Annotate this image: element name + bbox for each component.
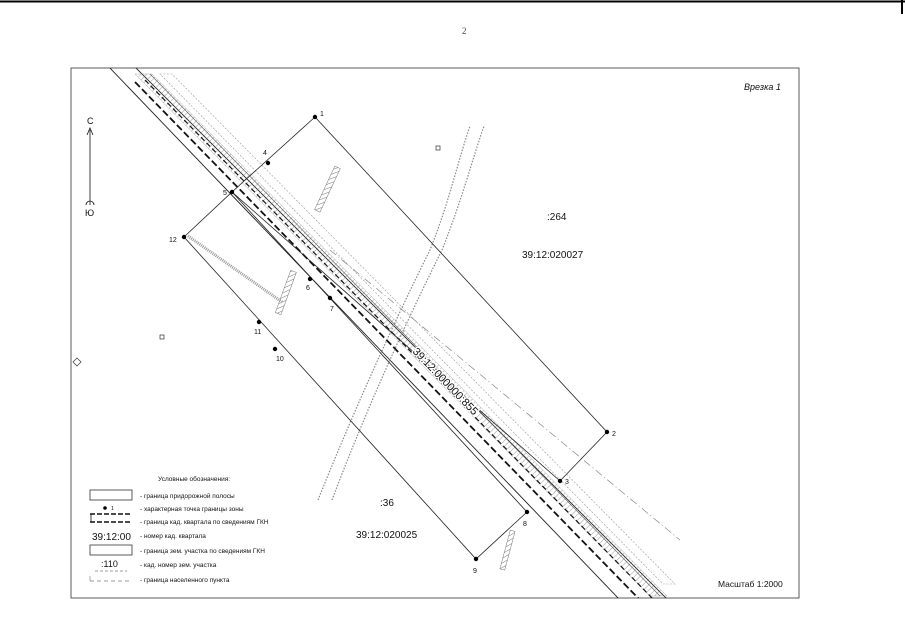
- point-label-11: 11: [254, 329, 261, 336]
- page-number: 2: [462, 26, 467, 36]
- inset-title: Врезка 1: [744, 82, 781, 92]
- parcel-264-label: :264: [547, 212, 567, 223]
- point-label-4: 4: [263, 150, 267, 157]
- point-label-2: 2: [612, 431, 616, 438]
- point-label-6: 6: [306, 285, 310, 292]
- point-label-7: 7: [330, 306, 334, 313]
- hatched-feature-1: [314, 165, 341, 213]
- point-label-10: 10: [276, 356, 284, 363]
- road-shoulder-band: [159, 73, 676, 585]
- zone-boundary-lower: [183, 191, 528, 560]
- point-label-5: 5: [223, 190, 227, 197]
- point-label-12: 12: [169, 237, 177, 244]
- south-arrow-icon: [85, 200, 95, 206]
- legend-symbol-quarter-number: 39:12:00: [92, 532, 131, 543]
- hatched-feature-2: [274, 269, 297, 315]
- legend-symbol-roadside-strip: [89, 489, 133, 501]
- legend-symbol-parcel-boundary: [89, 544, 133, 556]
- legend-symbol-parcel-number: :110: [101, 559, 118, 569]
- legend-text-parcel-boundary: - граница зем. участка по сведениям ГКН: [140, 548, 265, 555]
- legend-text-quarter-number: - номер кад. квартала: [140, 533, 206, 540]
- road-edge-outer-left: [109, 68, 619, 598]
- crossing-road-band-2: [331, 125, 485, 501]
- legend-text-settlement-boundary: - граница населенного пункта: [140, 577, 230, 584]
- quarter-027-label: 39:12:020027: [522, 250, 584, 261]
- point-markers: [181, 114, 610, 562]
- legend-title: Условные обозначения:: [158, 475, 230, 483]
- legend-text-parcel-number: - кад. номер зем. участка: [140, 562, 217, 569]
- point-label-3: 3: [565, 479, 569, 486]
- north-arrow-icon: [86, 126, 94, 136]
- map-frame: [70, 67, 800, 599]
- quarter-boundary-line: [134, 81, 640, 598]
- road-parcel-label: 39:12:000000:855: [410, 346, 480, 418]
- north-label: С: [87, 116, 94, 126]
- point-label-1: 1: [320, 111, 324, 118]
- legend-text-roadside-strip: - граница придорожной полосы: [140, 492, 235, 500]
- point-label-8: 8: [523, 521, 527, 528]
- south-label: Ю: [85, 208, 94, 218]
- crossing-road-band: [317, 125, 471, 501]
- zone-inner-line: [268, 163, 476, 559]
- diamond-marker: [72, 357, 82, 367]
- small-square-marker-2: [159, 334, 165, 340]
- small-square-marker-1: [435, 145, 441, 151]
- road-carriageway-band: [134, 73, 668, 597]
- legend: Условные обозначения: - граница придорож…: [89, 475, 269, 584]
- legend-text-quarter-boundary: - граница кад. квартала по сведениям ГКН: [140, 519, 269, 526]
- legend-text-point: - характерная точка границы зоны: [140, 506, 244, 513]
- point-label-9: 9: [473, 568, 477, 575]
- parcel-36-label: :36: [380, 498, 394, 509]
- hatched-feature-4: [187, 234, 283, 304]
- legend-symbol-point: [103, 506, 107, 510]
- zone-boundary-upper: [231, 116, 608, 482]
- scale-label: Масштаб 1:2000: [718, 579, 783, 589]
- legend-symbol-point-number: 1: [111, 506, 114, 512]
- hatched-feature-3: [499, 529, 516, 571]
- road-center-line: [149, 73, 661, 597]
- quarter-025-label: 39:12:020025: [356, 530, 418, 541]
- settlement-boundary-line: [329, 249, 681, 541]
